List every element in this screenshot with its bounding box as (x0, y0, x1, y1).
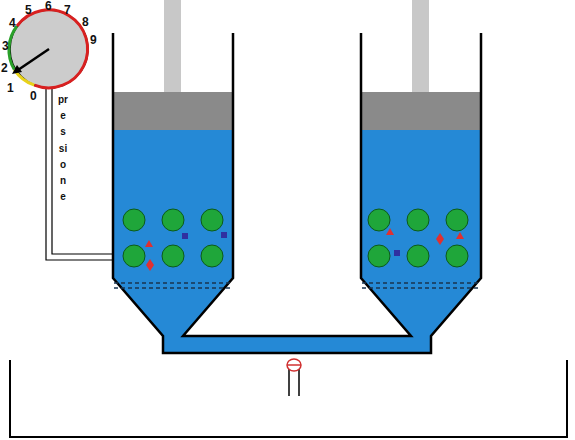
small-molecules (182, 232, 400, 256)
scale-number: 1 (7, 82, 14, 94)
scale-number: 2 (1, 62, 8, 74)
scale-number: 8 (82, 16, 89, 28)
filter (362, 287, 480, 289)
gauge-scale (17, 10, 88, 88)
tray (10, 360, 567, 437)
small-ions (145, 228, 464, 271)
liquid (114, 130, 480, 352)
scale-number: 0 (30, 90, 37, 102)
gauge-label: pressione (58, 92, 68, 205)
scale-number: 3 (2, 40, 9, 52)
gauge-tube (46, 88, 113, 260)
pressure-gauge (10, 10, 88, 88)
vessel-outline (183, 33, 411, 336)
gauge-needle (18, 49, 49, 70)
scale-number: 7 (64, 4, 71, 16)
particles (123, 209, 468, 267)
gauge-scale (9, 26, 17, 70)
filter (114, 287, 232, 289)
valve (287, 364, 301, 366)
filter (114, 282, 232, 284)
filter (362, 282, 480, 284)
vessel-outline (113, 33, 481, 353)
gauge-needle (12, 65, 22, 74)
piston-rod (164, 0, 181, 92)
scale-number: 6 (45, 0, 52, 12)
piston (114, 92, 232, 130)
scale-number: 4 (9, 17, 16, 29)
piston (362, 92, 480, 130)
piston-rod (412, 0, 429, 92)
scale-number: 9 (90, 34, 97, 46)
gauge-tube (52, 88, 113, 254)
valve (287, 359, 301, 371)
scale-number: 5 (25, 4, 32, 16)
